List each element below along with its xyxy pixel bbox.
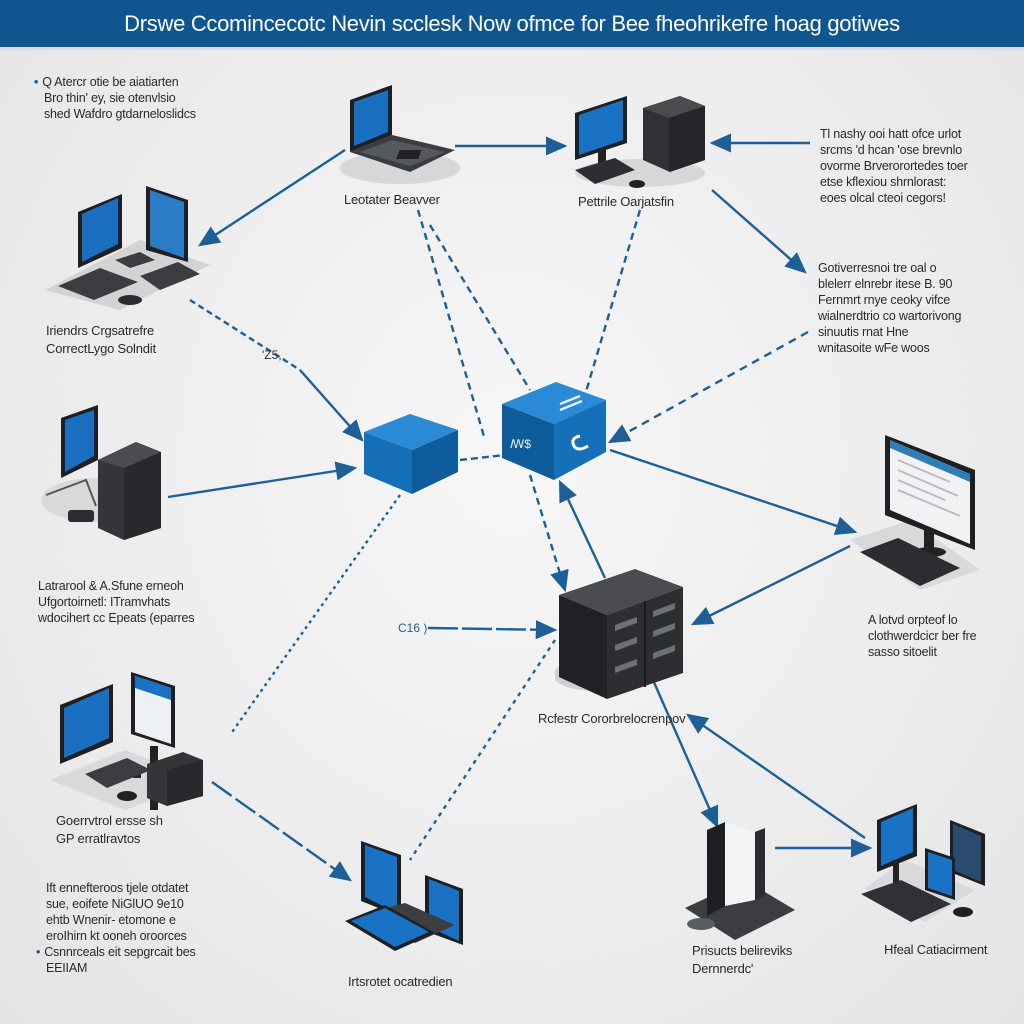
note-line: Tl nashy ooi hatt ofce urlot [820, 127, 962, 141]
printer-station-icon[interactable] [685, 820, 795, 940]
desktop-monitor-icon[interactable] [850, 430, 990, 595]
note-line: Bro thin' ey, sie otenvlsio [44, 91, 176, 105]
node-label-control: Goerrvtrol ersse sh GP erratlravtos [56, 813, 163, 846]
svg-text:ꟿ$: ꟿ$ [510, 437, 531, 451]
note-line: Ufgortoirnetl: ITramvhats [38, 595, 171, 609]
note-line: Fernmrt rnye ceoky vifce [818, 293, 951, 307]
link-core-to-printer [651, 679, 719, 829]
page-title: Drswe Ccomincecotc Nevin scclesk Now ofm… [124, 10, 900, 36]
note-line: Gotiverresnoi tre oal o [818, 261, 937, 275]
note-line: srcms 'd hcan 'ose brevnlo [820, 143, 962, 157]
dual-monitor-workstation-icon[interactable] [40, 180, 215, 310]
note-line: ovorme Brverorortedes toer [820, 159, 968, 173]
header-bar: Drswe Ccomincecotc Nevin scclesk Now ofm… [0, 0, 1024, 50]
link-remote-to-cubeR-dashed [583, 209, 642, 396]
link-label-b: C16 ) [398, 621, 428, 635]
link-cubeL-to-cubeR-dashed [459, 453, 506, 462]
workstation-tower-icon[interactable] [45, 660, 210, 810]
laptop-workstation-icon[interactable] [330, 80, 470, 190]
link-label-a: 'Z5, [262, 348, 282, 362]
link-cubeR-to-desktop [609, 448, 858, 536]
note-top-left: •Q Atercr otie be aiatiarten Bro thin' e… [34, 74, 196, 122]
node-label-remote: Pettrile Oarjatsfin [578, 194, 674, 209]
node-label-printer: Prisucts belireviks Dernnerdc' [692, 943, 793, 976]
bullet-icon: • [34, 75, 39, 89]
link-remote-to-note [711, 189, 807, 274]
node-label-dual: Iriendrs Crgsatrefre CorrectLygo Solndit [46, 323, 156, 356]
link-note-to-cubeR-dashed [607, 330, 809, 444]
bullet-icon: • [36, 945, 41, 959]
desktop-tower-icon[interactable] [565, 88, 715, 193]
link-lead-to-cubeL-dashed [416, 209, 487, 441]
note-line: shed Wafdro gtdarneloslidcs [44, 107, 196, 121]
note-line: eoes olcal cteoi cegors! [820, 191, 946, 205]
link-core-to-cubeR [558, 479, 607, 579]
node-label-lead: Leotater Beavver [344, 192, 440, 207]
node-label-internet: Irtsrotet ocatredien [348, 974, 453, 989]
note-line: sinuutis rnat Hne [818, 325, 909, 339]
note-line: blelerr elnrebr itese B. 90 [818, 277, 953, 291]
node-label-core: Rcfestr Cororbrelocrenpov [538, 711, 686, 726]
router-cube-icon[interactable]: ꟿ$ [498, 378, 610, 482]
note-line: clothwerdcicr ber fre [868, 629, 977, 643]
note-line: A lotvd orpteof lo [868, 613, 958, 627]
server-rack-icon[interactable] [555, 565, 690, 700]
monitor-server-icon[interactable] [36, 400, 166, 540]
node-label-head: Hfeal Catiacirment [884, 942, 988, 957]
note-line: sue, eoifete NiGlUO 9e10 [46, 897, 184, 911]
link-head-to-core [686, 713, 866, 839]
note-right-middle: A lotvd orpteof lo clothwerdcicr ber fre… [868, 612, 977, 660]
link-control-to-internet [211, 781, 352, 882]
link-label-to-core [427, 620, 558, 640]
link-cubeL-to-control-dashed [229, 494, 401, 736]
note-line: Csnnrceals eit sepgrcait bes [44, 945, 196, 959]
note-line: wdocihert cc Epeats (eparres [38, 611, 195, 625]
note-line: ehtb Wnenir- etomone e [46, 913, 176, 927]
switch-cube-icon[interactable] [360, 410, 462, 495]
note-line: eroIhirn kt ooneh oroorces [46, 929, 187, 943]
tablet-dual-monitor-icon[interactable] [345, 835, 475, 955]
link-lead-to-dual [197, 148, 346, 247]
link-core-to-internet-dashed [408, 639, 557, 861]
note-line: EEIIAM [46, 961, 88, 975]
note-line: Ift ennefteroos tjele otdatet [46, 881, 189, 895]
multi-monitor-station-icon[interactable] [855, 800, 995, 930]
note-line: etse kflexiou shrnlorast: [820, 175, 947, 189]
note-line: wnitasoite wFe woos [818, 341, 930, 355]
note-left-middle: Latrarool & A.Sfune erneoh Ufgortoirnetl… [38, 578, 194, 626]
link-dual-to-cubeL [299, 369, 364, 442]
link-lead-to-cubeR-dashed [428, 224, 532, 391]
note-top-right: Tl nashy ooi hatt ofce urlot srcms 'd hc… [820, 126, 968, 206]
link-desktop-to-core [690, 544, 851, 626]
note-line: Latrarool & A.Sfune erneoh [38, 579, 184, 593]
link-cubeR-to-core-dashed [528, 474, 569, 593]
link-server-to-cubeL [167, 461, 358, 499]
note-bottom-left: Ift ennefteroos tjele otdatet sue, eoife… [36, 880, 196, 976]
note-mid-right: Gotiverresnoi tre oal o blelerr elnrebr … [818, 260, 961, 356]
link-dual-to-cubeL-dashed [189, 298, 301, 372]
note-line: wialnerdtrio co wartorivong [818, 309, 962, 323]
note-line: Q Atercr otie be aiatiarten [42, 75, 179, 89]
note-line: sasso sitoelit [868, 645, 937, 659]
